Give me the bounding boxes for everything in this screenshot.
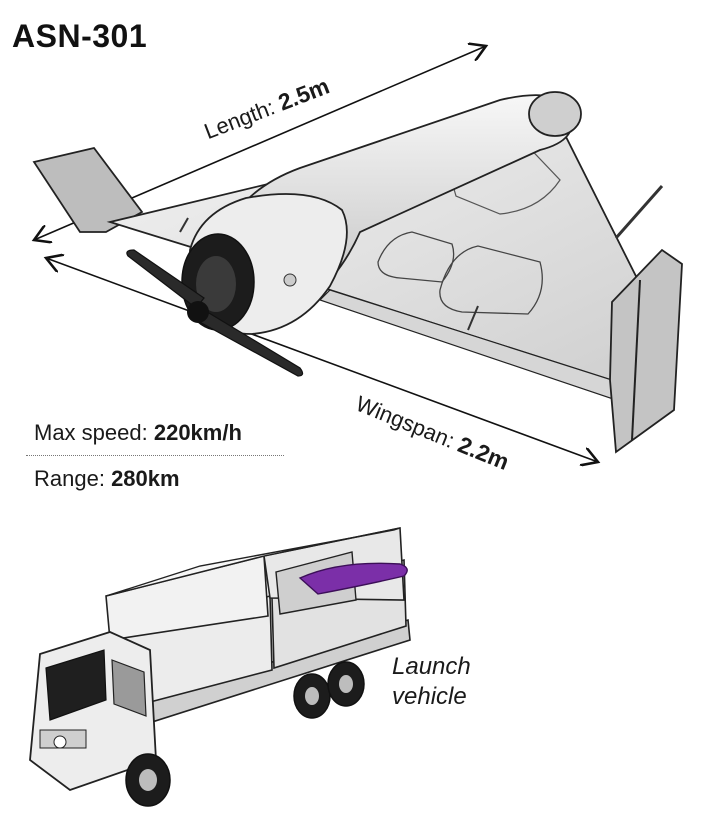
max-speed-label: Max speed:: [34, 420, 154, 445]
truck-cab: [29, 631, 157, 792]
max-speed-value: 220km/h: [153, 420, 242, 445]
launch-vehicle-label: Launch vehicle: [392, 652, 471, 712]
launch-vehicle-label-line1: Launch: [392, 653, 471, 680]
launcher-drone-purple: [298, 562, 408, 595]
spec-divider: [26, 455, 284, 456]
range-value: 280km: [111, 466, 180, 491]
max-speed-spec: Max speed: 220km/h: [34, 420, 242, 446]
range-spec: Range: 280km: [34, 466, 180, 492]
wingspan-arrow: [46, 258, 598, 462]
truck-wheels: [125, 661, 365, 807]
right-winglet: [609, 248, 683, 454]
range-label: Range:: [34, 466, 112, 491]
propeller: [126, 249, 304, 377]
launch-vehicle-label-line2: vehicle: [392, 683, 467, 710]
